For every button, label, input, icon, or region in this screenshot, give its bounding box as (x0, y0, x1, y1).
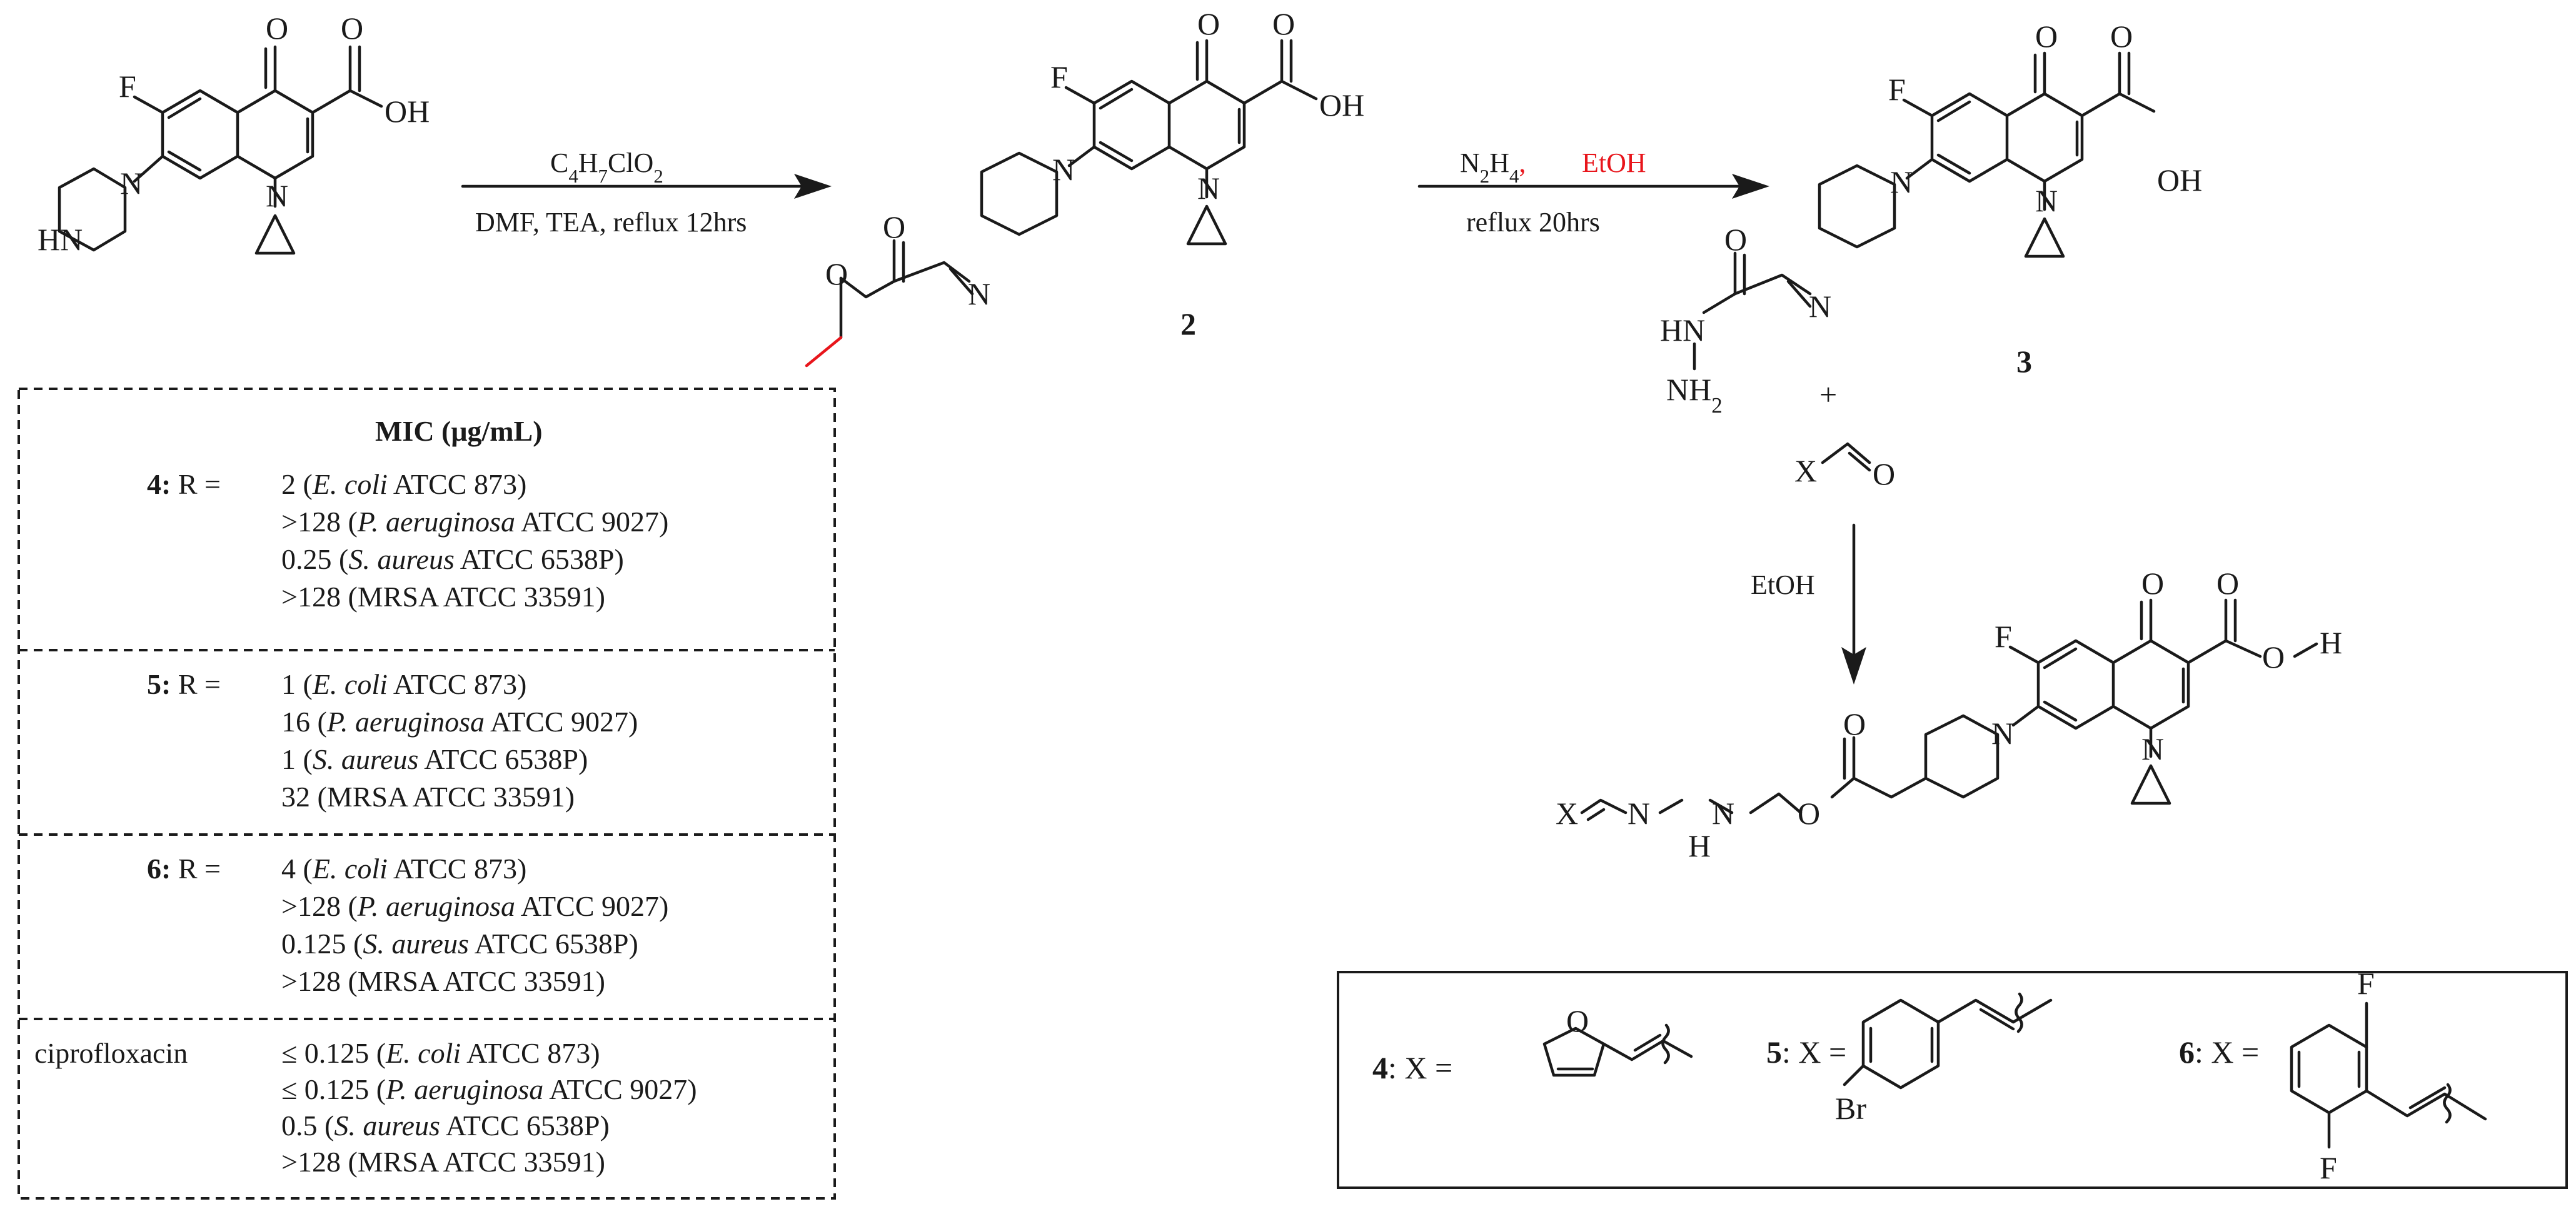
atom-o: O (1197, 6, 1220, 41)
atom-o: O (883, 209, 905, 244)
mic-row: 0.125 (S. aureus ATCC 6538P) (281, 928, 638, 960)
atom-br: Br (1835, 1091, 1866, 1126)
mic-row: ≤ 0.125 (E. coli ATCC 873) (281, 1037, 600, 1069)
mic-row: 1 (S. aureus ATCC 6538P) (281, 743, 588, 775)
atom-n: N (968, 276, 990, 311)
mic-group-label: 6: R = (147, 853, 221, 885)
atom-n: N (1991, 716, 2014, 751)
arrowhead-icon (1732, 174, 1769, 199)
mic-row: 0.25 (S. aureus ATCC 6538P) (281, 543, 624, 575)
atom-f: F (1888, 72, 1906, 107)
compound-label: 2 (1180, 306, 1196, 341)
step1-conditions: DMF, TEA, reflux 12hrs (475, 207, 747, 238)
atom-nh2: NH2 (1666, 372, 1723, 418)
mic-row: >128 (P. aeruginosa ATCC 9027) (281, 890, 668, 922)
atom-n: N (1712, 796, 1734, 831)
compound-label: 3 (2016, 344, 2032, 379)
atom-o: O (1798, 796, 1820, 831)
compound-2-structure: O O OH N F N N O O 2 (805, 6, 1364, 368)
atom-n: N (1890, 164, 1913, 199)
atom-n: N (2035, 183, 2058, 218)
mic-row: >128 (MRSA ATCC 33591) (281, 1146, 605, 1178)
product-structure: O O O H N F N O O N H N X (1556, 566, 2342, 863)
atom-f: F (1995, 619, 2012, 654)
mic-row: ≤ 0.125 (P. aeruginosa ATCC 9027) (281, 1073, 697, 1105)
compound-3-structure: O O OH N F N N O HN NH2 3 (1660, 19, 2202, 418)
atom-o: O (1843, 706, 1866, 741)
step2-reagent-a: N2H4, (1460, 148, 1526, 187)
mic-row: 2 (E. coli ATCC 873) (281, 468, 526, 500)
x-substituent-legend: 4: X = O 5: X = Br 6: X = F F (1337, 966, 2568, 1189)
furylvinyl-structure: O (1542, 1003, 1693, 1077)
atom-h: H (2320, 625, 2342, 660)
atom-o: O (1873, 456, 1895, 491)
atom-o: O (2216, 566, 2239, 601)
atom-hn: HN (38, 222, 83, 257)
ciprofloxacin-structure: O O OH N F N HN (38, 11, 430, 257)
plus-sign: + (1819, 377, 1837, 412)
atom-n: N (266, 178, 288, 213)
atom-oh: OH (1319, 88, 1364, 123)
atom-oh: OH (385, 94, 430, 129)
mic-group-label: 4: R = (147, 468, 221, 500)
mic-group-label: ciprofloxacin (34, 1037, 188, 1069)
step2-conditions: reflux 20hrs (1466, 207, 1600, 238)
legend-border (1337, 971, 2568, 1189)
mic-row: 16 (P. aeruginosa ATCC 9027) (281, 706, 638, 738)
arrowhead-icon (1841, 647, 1866, 685)
atom-f: F (1050, 59, 1068, 94)
atom-f: F (2320, 1150, 2337, 1185)
atom-n: N (1052, 152, 1075, 187)
mic-row: >128 (MRSA ATCC 33591) (281, 965, 605, 997)
atom-o: O (1272, 6, 1295, 41)
bromostyryl-structure: Br (1835, 992, 2053, 1126)
legend-entry-4: 4: X = (1372, 1050, 1452, 1085)
atom-n: N (2141, 731, 2164, 766)
atom-f: F (2357, 966, 2375, 1001)
difluorostyryl-structure: F F (2290, 966, 2487, 1185)
atom-h: H (1688, 828, 1711, 863)
atom-o: O (2262, 640, 2285, 675)
mic-rows: 4: R = 2 (E. coli ATCC 873) >128 (P. aerug… (34, 468, 697, 1178)
atom-oh: OH (2157, 163, 2202, 198)
aldehyde-structure: X O (1794, 442, 1895, 491)
atom-o: O (341, 11, 363, 46)
mic-row: >128 (MRSA ATCC 33591) (281, 581, 605, 613)
atom-o: O (1566, 1003, 1589, 1038)
atom-n: N (1809, 289, 1831, 324)
mic-table-border (18, 388, 836, 1200)
mic-row: 1 (E. coli ATCC 873) (281, 668, 526, 700)
atom-n: N (1197, 171, 1220, 206)
mic-row: 32 (MRSA ATCC 33591) (281, 781, 575, 813)
arrowhead-icon (794, 174, 832, 199)
mic-group-label: 5: R = (147, 668, 221, 700)
step1-reagent: C4H7ClO2 (550, 148, 663, 187)
atom-o: O (266, 11, 288, 46)
atom-o: O (2110, 19, 2133, 54)
legend-entry-6: 6: X = (2179, 1035, 2259, 1070)
step3-reagent: EtOH (1751, 569, 1815, 600)
atom-x: X (1556, 796, 1578, 831)
mic-row: >128 (P. aeruginosa ATCC 9027) (281, 506, 668, 538)
mic-row: 4 (E. coli ATCC 873) (281, 853, 526, 885)
atom-x: X (1794, 453, 1817, 488)
atom-o: O (1724, 222, 1747, 257)
atom-hn: HN (1660, 313, 1705, 348)
atom-o: O (825, 256, 848, 291)
mic-table (18, 388, 836, 1200)
atom-f: F (119, 69, 136, 104)
atom-n: N (1628, 796, 1650, 831)
mic-table-title: MIC (μg/mL) (375, 415, 543, 447)
legend-entry-5: 5: X = (1766, 1035, 1846, 1070)
step2-reagent-b: EtOH (1582, 148, 1646, 178)
mic-row: 0.5 (S. aureus ATCC 6538P) (281, 1110, 610, 1141)
atom-o: O (2035, 19, 2058, 54)
atom-n: N (120, 166, 143, 201)
atom-o: O (2141, 566, 2164, 601)
